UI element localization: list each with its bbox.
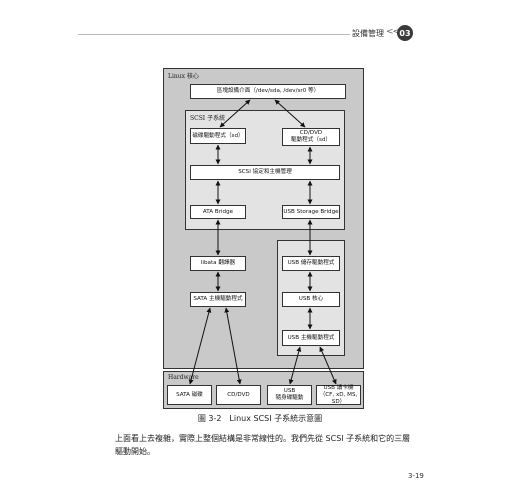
block-device-interface-box: 區塊設備介面（/dev/sda, /dev/sr0 等）: [190, 84, 346, 99]
usb-core-box: USB 核心: [282, 292, 340, 307]
cd-dvd-box: CD/DVD: [216, 385, 261, 405]
ata-bridge-box: ATA Bridge: [190, 205, 246, 219]
chapter-number-badge: 03: [397, 25, 413, 41]
disk-driver-box: 磁碟驅動程式（sd）: [190, 128, 246, 144]
chapter-name: 設備管理: [352, 29, 384, 38]
scsi-protocol-host-box: SCSI 協定和主機管理: [190, 165, 340, 180]
usb-storage-bridge-box: USB Storage Bridge: [282, 205, 340, 219]
scsi-subsystem-label: SCSI 子系統: [190, 115, 226, 122]
figure-caption: 圖 3-2 Linux SCSI 子系統示意圖: [197, 414, 323, 423]
chapter-arrows-icon: <<: [386, 27, 400, 37]
usb-flash-drive-box: USB 隨身碟驅動: [267, 385, 312, 405]
sata-host-driver-box: SATA 主機驅動程式: [190, 292, 246, 307]
usb-host-driver-box: USB 主機驅動程式: [282, 330, 340, 346]
arrow-usbhost-flash: [288, 346, 302, 385]
arrow-sata-satadisk: [188, 307, 212, 385]
hardware-label: Hardware: [168, 374, 199, 381]
arrow-interface-disk: [219, 99, 251, 128]
arrow-sata-cddvd: [224, 307, 242, 385]
libata-translator-box: libata 翻譯器: [190, 256, 246, 271]
page-number: 3-19: [408, 472, 424, 480]
usb-card-reader-box: USB 讀卡機 （CF, xD, MS, SD）: [316, 385, 361, 405]
arrow-interface-cd: [274, 99, 306, 128]
header-rule: [78, 34, 350, 35]
linux-kernel-label: Linux 核心: [168, 73, 199, 80]
cd-dvd-driver-box: CD/DVD 驅動程式（sd）: [282, 128, 340, 146]
sata-disk-box: SATA 磁碟: [167, 385, 212, 405]
arrow-usbhost-cardreader: [319, 346, 337, 385]
body-paragraph: 上面看上去複雜，實際上整個結構是非常線性的。我們先從 SCSI 子系統和它的三層…: [115, 434, 411, 456]
usb-storage-driver-box: USB 儲存驅動程式: [282, 256, 340, 271]
